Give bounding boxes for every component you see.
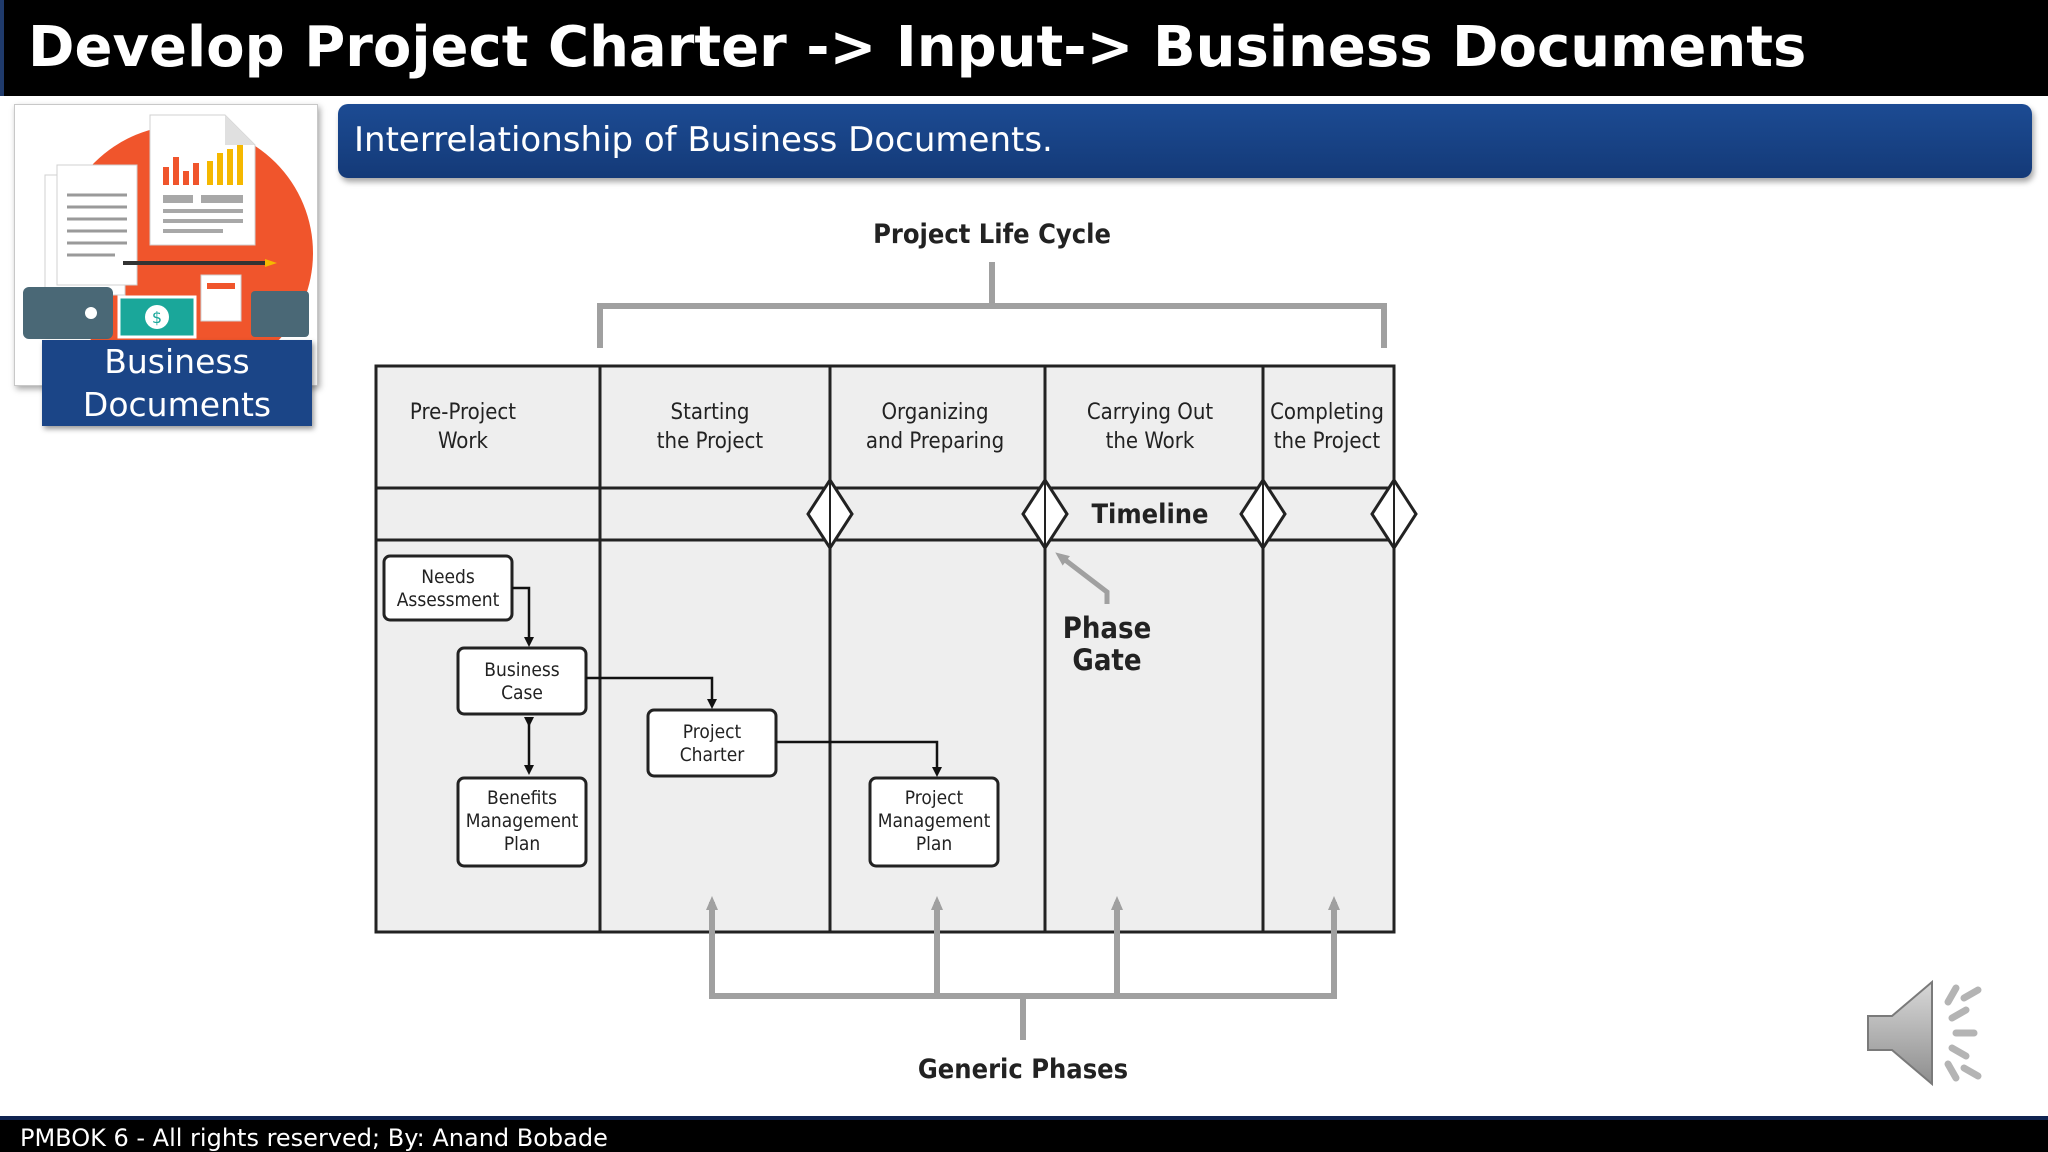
- timeline-label: Timeline: [1091, 499, 1208, 530]
- benefits-plan-text-1: Benefits: [487, 787, 557, 809]
- needs-assessment-text-1: Needs: [421, 566, 475, 588]
- pm-plan-text-3: Plan: [916, 833, 952, 855]
- speaker-volume-icon[interactable]: [1860, 968, 2000, 1098]
- project-charter-text-1: Project: [683, 721, 742, 743]
- phase-header-3b: and Preparing: [866, 429, 1004, 454]
- benefits-plan-text-3: Plan: [504, 833, 540, 855]
- business-documents-thumbnail: $: [14, 104, 318, 386]
- pm-plan-text-2: Management: [878, 810, 991, 832]
- phase-header-3: Organizing: [881, 400, 988, 425]
- business-case-text-1: Business: [484, 659, 559, 681]
- phase-header-5: Completing: [1270, 400, 1384, 425]
- phase-header-2b: the Project: [657, 429, 764, 454]
- project-life-cycle-diagram: Project Life Cycle Pre-Project Work Star…: [374, 219, 1418, 1085]
- project-charter-box: [646, 708, 778, 778]
- project-charter-text-2: Charter: [680, 744, 745, 766]
- lifecycle-bracket: [597, 262, 1387, 348]
- footer-bar: PMBOK 6 - All rights reserved; By: Anand…: [0, 1116, 2048, 1152]
- phase-gate-label: Phase: [1063, 611, 1152, 645]
- charter-to-pmplan-arrow: [776, 740, 942, 777]
- pm-plan-text-1: Project: [905, 787, 964, 809]
- phase-header-4: Carrying Out: [1087, 400, 1214, 425]
- benefits-plan-text-2: Management: [466, 810, 579, 832]
- phase-gate-label-2: Gate: [1072, 643, 1141, 677]
- slide-title: Develop Project Charter -> Input-> Busin…: [28, 15, 1807, 80]
- svg-text:$: $: [152, 308, 162, 327]
- lifecycle-label: Project Life Cycle: [873, 219, 1111, 250]
- business-documents-illustration-icon: $: [23, 114, 313, 381]
- footer-credit: PMBOK 6 - All rights reserved; By: Anand…: [20, 1124, 608, 1152]
- subtitle-banner: Interrelationship of Business Documents.: [338, 104, 2032, 178]
- phase-header-4b: the Work: [1106, 429, 1195, 454]
- label-line1: Business: [104, 342, 250, 381]
- phase-header-5b: the Project: [1274, 429, 1381, 454]
- business-to-charter-arrow: [586, 676, 717, 709]
- phase-gate-pointer: [1055, 552, 1110, 604]
- phase-header-2: Starting: [671, 400, 750, 425]
- title-bar: Develop Project Charter -> Input-> Busin…: [0, 0, 2048, 96]
- business-case-box: [456, 646, 588, 716]
- needs-assessment-text-2: Assessment: [397, 589, 500, 611]
- needs-to-business-arrow: [512, 586, 534, 647]
- generic-phases-bracket: [706, 896, 1340, 1040]
- phase-header-1b: Work: [438, 429, 489, 454]
- label-line2: Documents: [82, 385, 272, 424]
- pm-plan-box: [868, 776, 1000, 868]
- subtitle-text: Interrelationship of Business Documents.: [354, 120, 1053, 160]
- business-documents-label: Business Documents: [42, 340, 312, 426]
- benefits-plan-box: [456, 776, 588, 868]
- phase-header-1: Pre-Project: [410, 400, 516, 425]
- business-case-text-2: Case: [501, 682, 543, 704]
- generic-phases-label: Generic Phases: [918, 1054, 1128, 1085]
